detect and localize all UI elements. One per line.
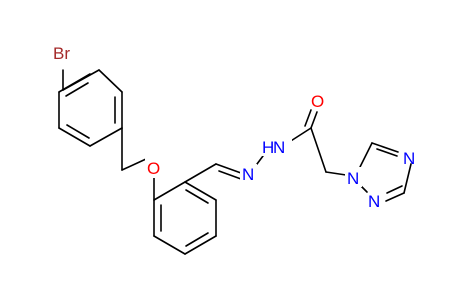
atom-n-amide: N xyxy=(273,138,285,157)
bond-inner xyxy=(386,185,403,194)
bond-inner xyxy=(376,148,398,157)
bond xyxy=(371,142,399,153)
bond xyxy=(153,235,186,255)
bond xyxy=(184,235,217,255)
atom-n4-triazole: N xyxy=(403,149,415,168)
atom-n1-triazole: N xyxy=(347,169,359,188)
atom-o-carbonyl: O xyxy=(311,92,324,111)
bond xyxy=(58,127,91,147)
atom-n2-triazole: N xyxy=(368,192,380,211)
bond xyxy=(403,163,412,194)
bond xyxy=(153,181,186,201)
bond-inner xyxy=(66,124,90,139)
atom-h: H xyxy=(262,138,274,157)
bond xyxy=(121,158,147,171)
bond xyxy=(98,69,123,93)
atom-labels: Br O N H N O N N N xyxy=(53,44,415,211)
bond xyxy=(215,163,242,174)
bond-inner xyxy=(185,232,209,247)
bond xyxy=(184,163,217,183)
bond xyxy=(359,142,373,168)
bond xyxy=(184,181,217,201)
atom-o-ether: O xyxy=(147,159,160,178)
bond xyxy=(310,111,318,129)
atom-br: Br xyxy=(53,44,70,63)
bond xyxy=(58,73,91,93)
bond xyxy=(385,192,405,202)
bond xyxy=(256,155,264,165)
bond xyxy=(310,127,327,173)
atom-n-imine: N xyxy=(242,165,254,184)
bond-inner xyxy=(65,82,89,97)
bond xyxy=(325,171,347,176)
bond xyxy=(304,109,312,127)
bond-inner xyxy=(218,170,242,180)
bond xyxy=(89,127,123,147)
bonds xyxy=(58,69,412,255)
bond-inner xyxy=(185,189,209,204)
